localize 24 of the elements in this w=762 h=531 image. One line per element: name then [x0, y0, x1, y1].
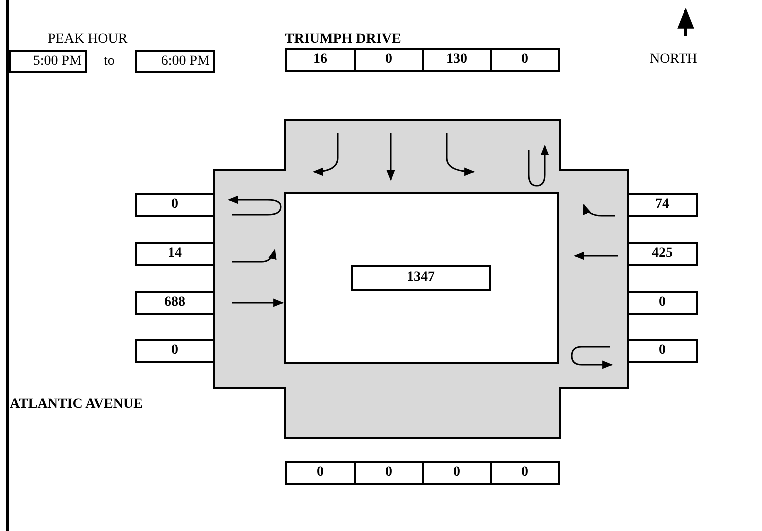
north-label: NORTH — [650, 53, 698, 67]
count-box: 0 — [354, 48, 424, 72]
count-box: 0 — [354, 461, 424, 485]
time-field: 5:00 PM — [9, 50, 87, 73]
count-box: 0 — [490, 48, 560, 72]
street-name: TRIUMPH DRIVE — [285, 33, 402, 47]
peak-hour-heading: PEAK HOUR — [48, 33, 128, 47]
count-box: 74 — [627, 193, 698, 217]
count-box: 0 — [627, 339, 698, 363]
count-box: 16 — [285, 48, 356, 72]
count-box: 0 — [627, 291, 698, 315]
count-box: 0 — [135, 193, 215, 217]
range-connector-text: to — [104, 55, 115, 69]
time-field: 6:00 PM — [135, 50, 215, 73]
count-box: 0 — [285, 461, 356, 485]
count-box: 0 — [135, 339, 215, 363]
count-box: 130 — [422, 48, 492, 72]
count-box: 425 — [627, 242, 698, 266]
count-box: 14 — [135, 242, 215, 266]
street-name: ATLANTIC AVENUE — [10, 398, 143, 412]
count-box: 0 — [422, 461, 492, 485]
count-box: 0 — [490, 461, 560, 485]
count-box: 688 — [135, 291, 215, 315]
total-count-box: 1347 — [351, 265, 491, 291]
